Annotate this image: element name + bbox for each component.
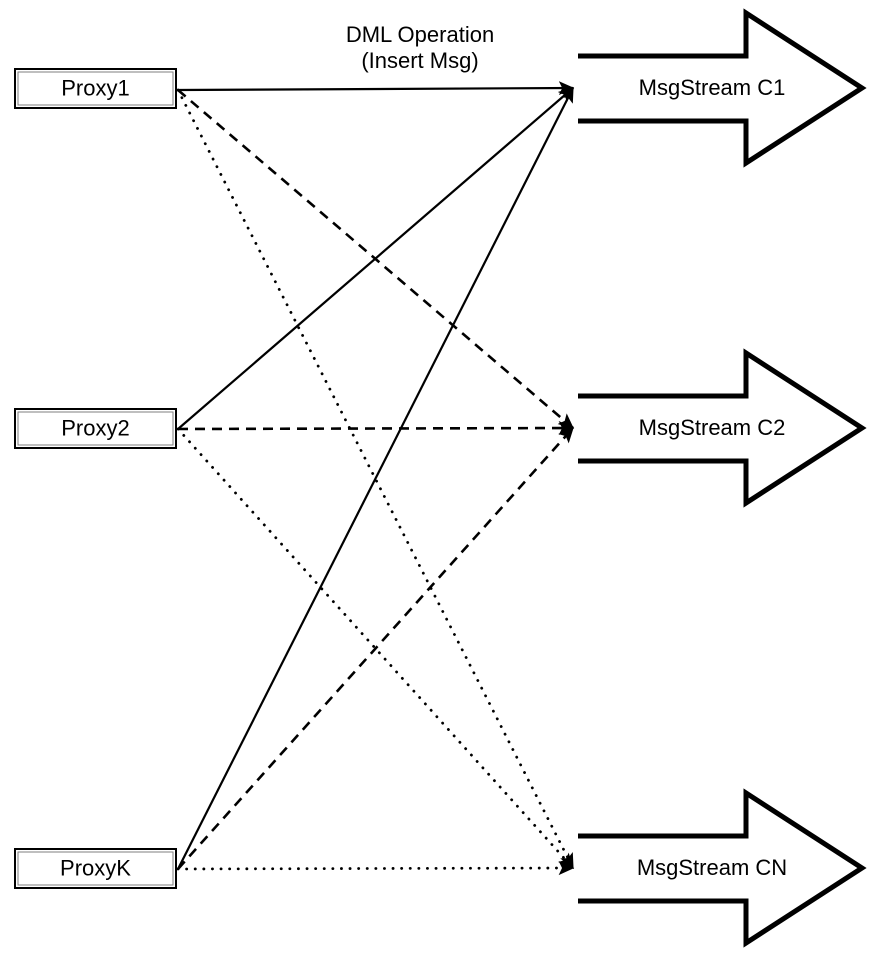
- msgstream-label-cn: MsgStream CN: [637, 855, 787, 880]
- msgstream-arrow-shape-c1: [578, 8, 867, 168]
- streams-group: MsgStream C1 MsgStream C2 MsgStream CN: [578, 8, 867, 948]
- connection-proxy2-to-c2: [177, 421, 575, 436]
- connections-group: [176, 81, 575, 876]
- proxy-box-inner-proxy1: [17, 71, 174, 106]
- msgstream-c1[interactable]: MsgStream C1: [578, 8, 867, 168]
- proxy-box-proxyK: [14, 848, 177, 889]
- proxy-box-proxy2: [14, 408, 177, 449]
- connection-proxy2-to-c1: [177, 87, 574, 430]
- proxy-node-proxy1[interactable]: Proxy1: [14, 68, 177, 109]
- proxy-label-proxy2: Proxy2: [61, 415, 129, 440]
- proxy-box-inner-proxyK: [17, 851, 174, 886]
- proxy-node-proxyK[interactable]: ProxyK: [14, 848, 177, 889]
- proxy-box-inner-proxy2: [17, 411, 174, 446]
- msgstream-label-c1: MsgStream C1: [639, 75, 786, 100]
- connection-proxyK-to-c2: [177, 427, 574, 870]
- proxy-node-proxy2[interactable]: Proxy2: [14, 408, 177, 449]
- msgstream-c2[interactable]: MsgStream C2: [578, 348, 867, 508]
- dml-operation-label-line2: (Insert Msg): [361, 48, 478, 73]
- msgstream-cn[interactable]: MsgStream CN: [578, 788, 867, 948]
- msgstream-label-c2: MsgStream C2: [639, 415, 786, 440]
- msgstream-arrow-shape-c2: [578, 348, 867, 508]
- proxy-label-proxyK: ProxyK: [60, 855, 131, 880]
- dml-operation-label: DML Operation (Insert Msg): [346, 22, 494, 73]
- dml-operation-label-line1: DML Operation: [346, 22, 494, 47]
- proxy-box-proxy1: [14, 68, 177, 109]
- proxy-label-proxy1: Proxy1: [61, 75, 129, 100]
- connection-proxyK-to-cn: [176, 860, 575, 876]
- msgstream-arrow-shape-cn: [578, 788, 867, 948]
- connection-proxy1-to-cn: [176, 88, 575, 870]
- connection-proxy1-to-c1: [177, 81, 575, 96]
- connection-proxyK-to-c1: [177, 86, 574, 870]
